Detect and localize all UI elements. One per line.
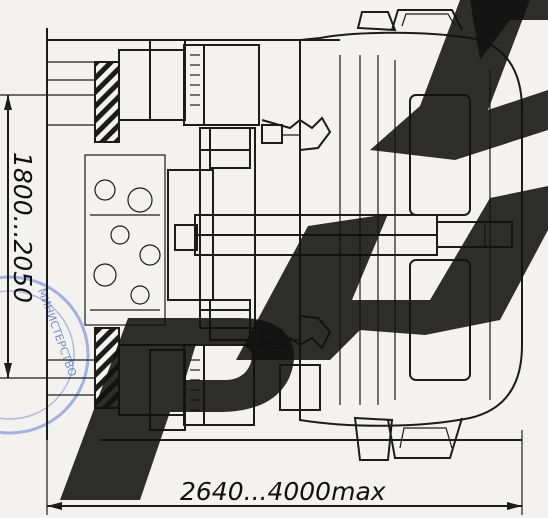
frame-outline xyxy=(46,28,522,441)
engine-detail xyxy=(84,154,166,326)
upper-mirror xyxy=(356,9,463,32)
stamp-text: МИНИСТЕРСТВО xyxy=(35,287,79,379)
upper-hatched-box xyxy=(94,39,260,143)
width-dimension-label: 2640...4000max xyxy=(180,477,386,506)
height-dimension-label: 1800...2050 xyxy=(8,152,37,303)
lower-mirror xyxy=(353,416,463,461)
width-dimension: 2640...4000max xyxy=(46,430,523,515)
upper-hook xyxy=(261,116,332,151)
watermark xyxy=(60,0,548,500)
